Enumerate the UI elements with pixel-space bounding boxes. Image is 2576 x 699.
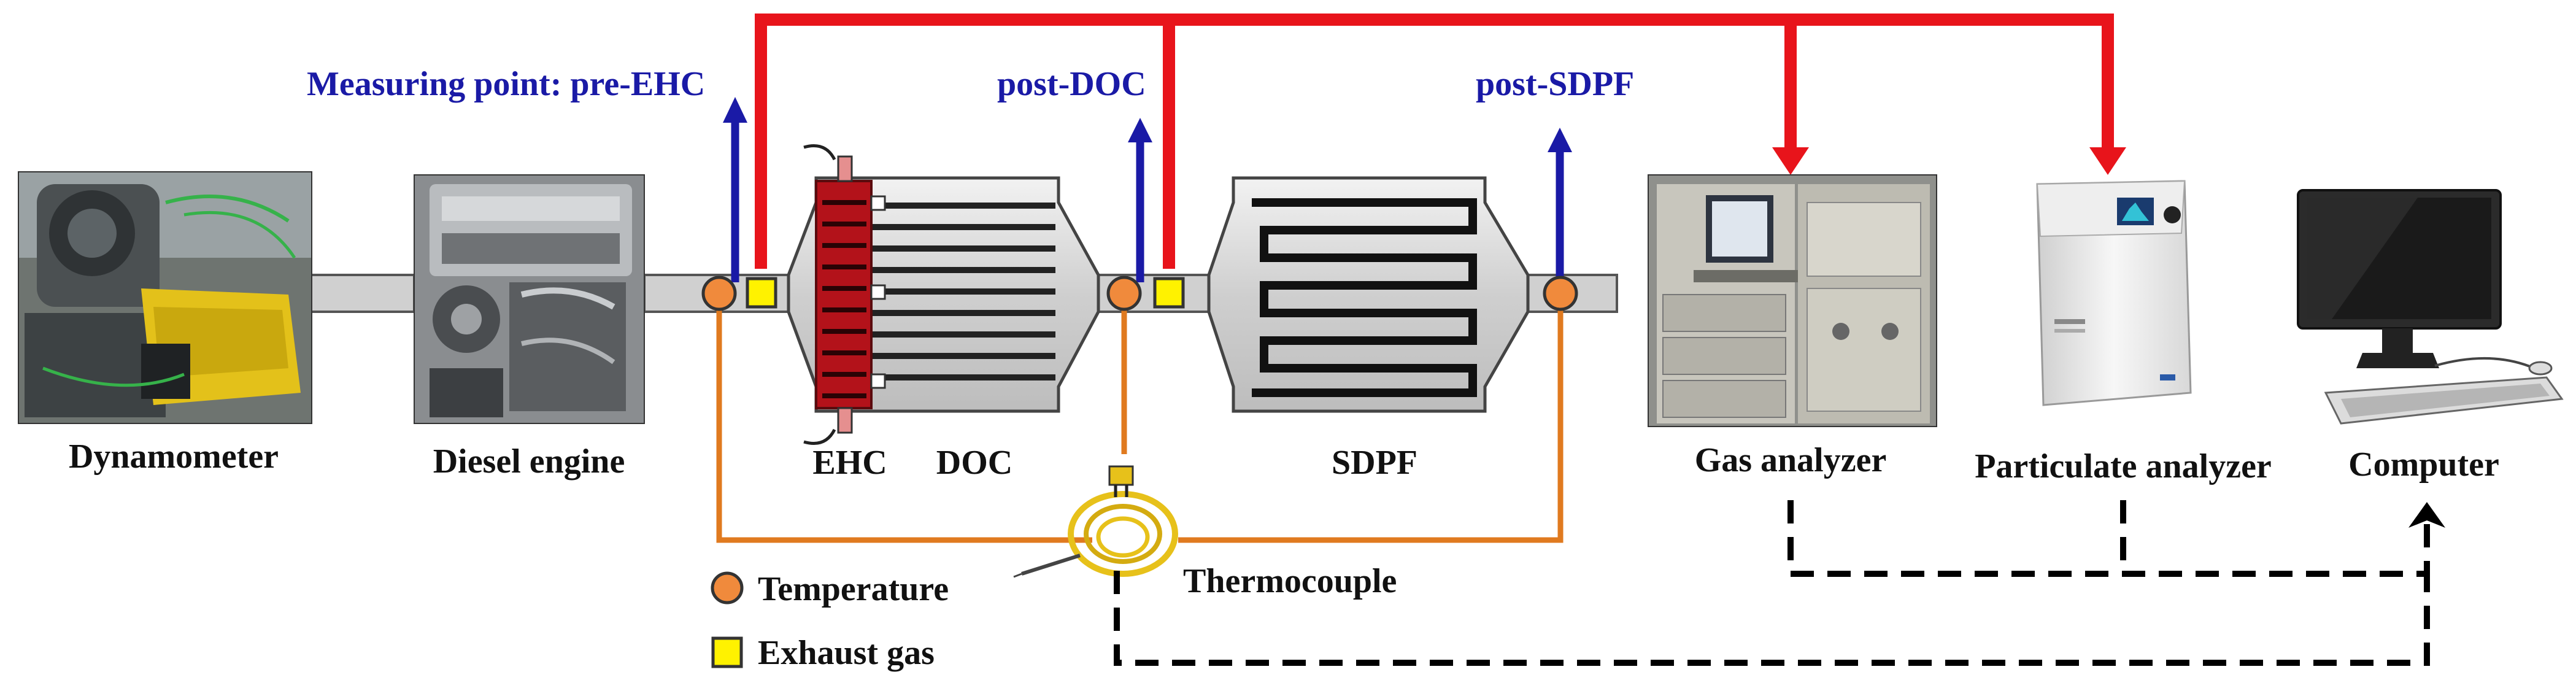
sdpf-label: SDPF (1332, 444, 1417, 482)
legend-temperature-label: Temperature (758, 570, 949, 608)
particulate-analyzer-arrow (2089, 147, 2126, 175)
thermocouple-wiring (716, 306, 1564, 543)
post-doc-label: post-DOC (997, 65, 1146, 103)
legend-exhaust-label: Exhaust gas (758, 634, 935, 672)
exhaust-gas-marker (746, 277, 1185, 309)
gas-analyzer-photo-icon (1648, 174, 1937, 427)
sdpf-housing (1207, 176, 1530, 413)
dynamometer-label: Dynamometer (69, 438, 279, 476)
pre-ehc-arrowhead (723, 97, 747, 123)
pre-ehc-label: Measuring point: pre-EHC (307, 65, 705, 103)
thermocouple-label: Thermocouple (1183, 562, 1397, 600)
doc-label: DOC (936, 444, 1012, 482)
legend-exhaust-marker (711, 636, 743, 668)
computer-label: Computer (2348, 446, 2499, 484)
measuring-arrows (731, 120, 1564, 282)
particulate-analyzer-photo-icon (2036, 180, 2192, 406)
data-connection (1114, 500, 2430, 666)
particulate-analyzer-label: Particulate analyzer (1975, 447, 2272, 485)
ehc-heater (803, 144, 886, 445)
thermocouple-icon (1013, 465, 1178, 578)
doc-housing (787, 144, 1100, 445)
ehc-label: EHC (812, 444, 887, 482)
computer-icon (2297, 189, 2564, 425)
temperature-marker (701, 276, 1578, 311)
post-sdpf-label: post-SDPF (1476, 65, 1634, 103)
gas-analyzer-arrow (1772, 147, 1809, 175)
diesel-engine-photo-icon (414, 174, 645, 424)
dynamometer-photo-icon (18, 171, 312, 424)
computer-arrow (2408, 502, 2445, 528)
gas-sample-line (755, 14, 2114, 269)
post-doc-arrowhead (1128, 118, 1152, 142)
sdpf-channels (1252, 198, 1477, 397)
doc-channels (871, 203, 1055, 380)
diesel-engine-label: Diesel engine (433, 442, 625, 481)
post-sdpf-arrowhead (1548, 128, 1572, 152)
gas-analyzer-label: Gas analyzer (1695, 441, 1887, 479)
legend-temperature-marker (711, 571, 744, 604)
